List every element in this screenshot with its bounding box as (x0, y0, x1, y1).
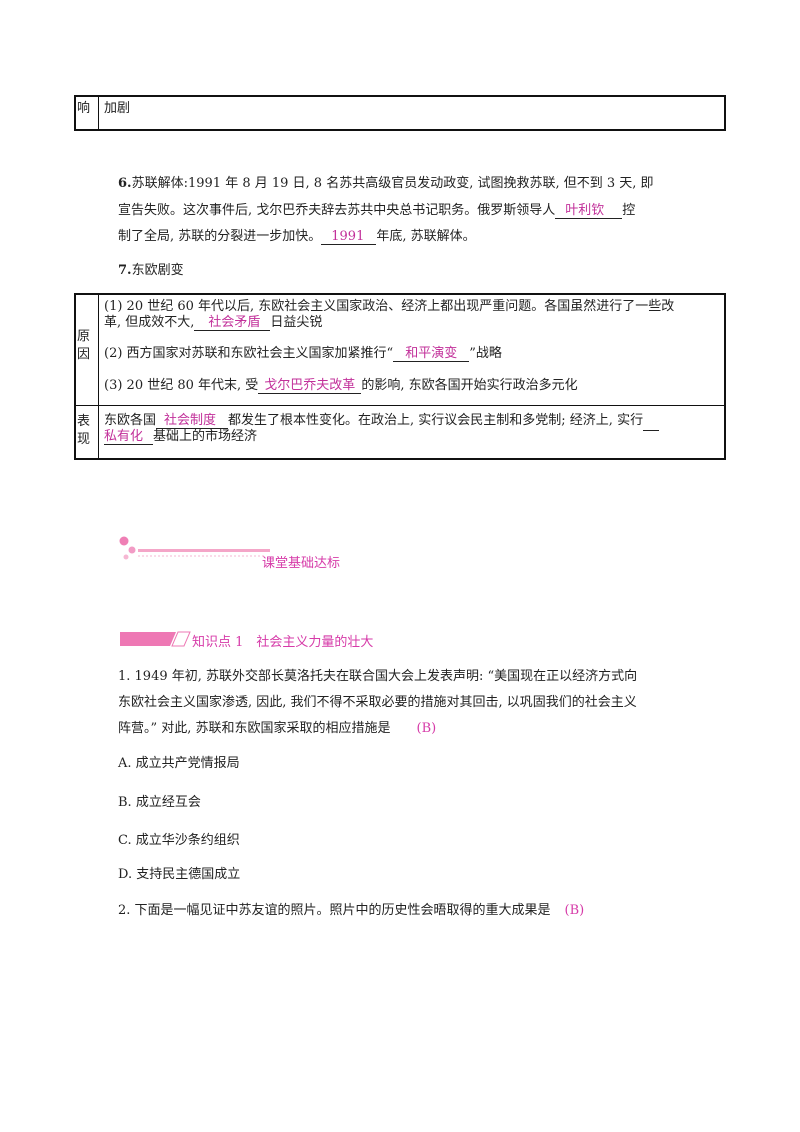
item6-line2: 宣告失败。这次事件后, 戈尔巴乔夫辞去苏共中央总书记职务。俄罗斯领导人叶利钦控 (118, 202, 635, 220)
decor-bar (138, 549, 270, 552)
item6-text2-post: 控 (622, 203, 636, 218)
reason-1-post: 日益尖锐 (270, 315, 323, 330)
q1-line1: 1. 1949 年初, 苏联外交部长莫洛托夫在联合国大会上发表声明: “美国现在… (118, 669, 638, 684)
show-answer-1: 社会制度 (156, 413, 229, 429)
top-table-content: 加剧 (104, 101, 131, 116)
show-answer-2: 私有化 (104, 429, 154, 445)
item6-answer-2: 1991 (321, 229, 377, 245)
reason-1-text: 革, 但成效不大, (104, 315, 195, 330)
reason-2-answer: 和平演变 (393, 346, 470, 362)
eastern-europe-table (74, 293, 726, 460)
q1-answer: (B) (416, 721, 437, 736)
reason-1-line2: 革, 但成效不大,社会矛盾日益尖锐 (104, 314, 322, 332)
item6-text2: 宣告失败。这次事件后, 戈尔巴乔夫辞去苏共中央总书记职务。俄罗斯领导人 (118, 203, 556, 218)
reason-3-text: (3) 20 世纪 80 年代末, 受 (104, 378, 259, 393)
show-mid: 都发生了根本性变化。在政治上, 实行议会民主制和多党制; 经济上, 实行 (228, 413, 644, 428)
item7-number: 7. (118, 263, 132, 278)
q2-answer: (B) (564, 903, 585, 918)
show-label-1: 表 (77, 414, 91, 429)
reason-1-answer: 社会矛盾 (194, 315, 271, 331)
show-line1: 东欧各国社会制度都发生了根本性变化。在政治上, 实行议会民主制和多党制; 经济上… (104, 412, 660, 431)
show-text: 东欧各国 (104, 413, 157, 428)
top-table-divider (98, 96, 99, 130)
knowledge-point-title: 知识点 1 社会主义力量的壮大 (192, 635, 374, 650)
table7-row-divider (75, 405, 725, 406)
reason-3: (3) 20 世纪 80 年代末, 受戈尔巴乔夫改革的影响, 东欧各国开始实行政… (104, 377, 578, 395)
item6-text3: 制了全局, 苏联的分裂进一步加快。 (118, 229, 322, 244)
section-header-decoration (119, 536, 270, 560)
q2-line: 2. 下面是一幅见证中苏友谊的照片。照片中的历史性会晤取得的重大成果是 (B) (118, 902, 584, 920)
reason-1-line1: (1) 20 世纪 60 年代以后, 东欧社会主义国家政治、经济上都出现严重问题… (104, 299, 675, 314)
q1-line3: 阵营。” 对此, 苏联和东欧国家采取的相应措施是 (B) (118, 720, 436, 738)
q1-option-b: B. 成立经互会 (118, 795, 201, 810)
q1-text3: 阵营。” 对此, 苏联和东欧国家采取的相应措施是 (118, 721, 391, 736)
top-table (74, 95, 726, 131)
show-line2: 私有化基础上的市场经济 (104, 428, 257, 446)
reason-label-1: 原 (77, 329, 91, 344)
reason-2: (2) 西方国家对苏联和东欧社会主义国家加紧推行“和平演变”战略 (104, 345, 502, 363)
decor-dot-large (119, 536, 129, 546)
decor-dot-medium (128, 546, 136, 554)
reason-2-post: ”战略 (469, 346, 502, 361)
item6-text1: :1991 年 8 月 19 日, 8 名苏共高级官员发动政变, 试图挽救苏联,… (183, 176, 654, 191)
tag-pencil (171, 631, 191, 647)
table7-col-divider (98, 294, 99, 459)
reason-2-text: (2) 西方国家对苏联和东欧社会主义国家加紧推行“ (104, 346, 394, 361)
q1-option-a: A. 成立共产党情报局 (118, 756, 240, 771)
item6-number: 6. (118, 176, 132, 191)
reason-label-2: 因 (77, 347, 91, 362)
item6-line1: 6.苏联解体:1991 年 8 月 19 日, 8 名苏共高级官员发动政变, 试… (118, 175, 654, 193)
item6-title: 苏联解体 (131, 176, 184, 191)
q1-line2: 东欧社会主义国家渗透, 因此, 我们不得不采取必要的措施对其回击, 以巩固我们的… (118, 695, 637, 710)
knowledge-tag-icon (120, 631, 191, 647)
q2-text: 2. 下面是一幅见证中苏友谊的照片。照片中的历史性会晤取得的重大成果是 (118, 903, 551, 918)
reason-3-answer: 戈尔巴乔夫改革 (258, 378, 362, 394)
tag-shape (120, 632, 176, 646)
q1-option-c: C. 成立华沙条约组织 (118, 833, 240, 848)
show-label-2: 现 (77, 432, 91, 447)
decor-dot-small (123, 554, 129, 560)
item6-text3-post: 年底, 苏联解体。 (376, 229, 476, 244)
top-table-label: 响 (77, 101, 91, 116)
section-header: 课堂基础达标 (262, 556, 341, 571)
item6-answer-1: 叶利钦 (555, 203, 623, 219)
show-blank-start (643, 412, 660, 431)
item7-title: 东欧剧变 (131, 263, 184, 278)
q1-option-d: D. 支持民主德国成立 (118, 867, 241, 882)
item7-heading: 7.东欧剧变 (118, 262, 184, 280)
show-post: 基础上的市场经济 (153, 429, 258, 444)
reason-3-post: 的影响, 东欧各国开始实行政治多元化 (361, 378, 578, 393)
